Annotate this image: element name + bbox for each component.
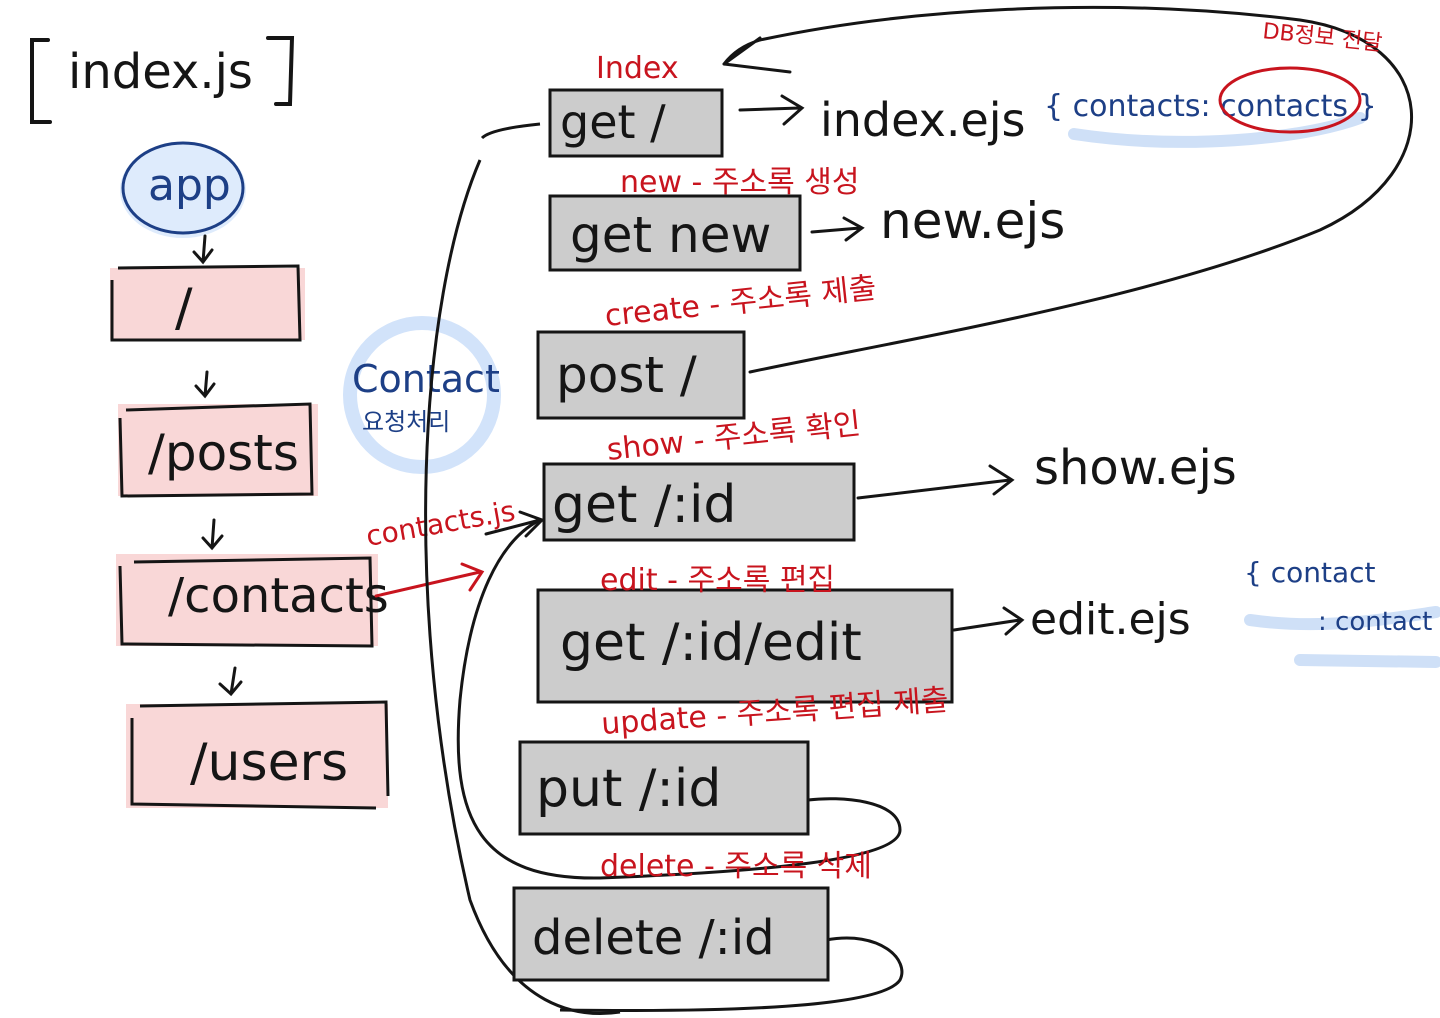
view-labels: index.ejs new.ejs show.ejs edit.ejs <box>820 93 1237 645</box>
edit-note-highlight <box>1244 606 1440 668</box>
down-arrow-1 <box>192 234 214 265</box>
down-arrow-4 <box>218 666 243 697</box>
show-arrow-in <box>484 510 545 538</box>
route-label-users: /users <box>190 733 348 793</box>
contacts-arrow <box>374 562 485 598</box>
file-title: index.js <box>68 44 253 100</box>
down-arrow-3 <box>201 518 224 551</box>
db-note: DB정보 전달 <box>1261 19 1383 56</box>
method-label-index: get / <box>560 95 666 149</box>
route-box-users-outline <box>130 700 390 810</box>
route-box-contacts-fill <box>116 554 378 646</box>
view-arrows <box>738 94 1025 636</box>
method-box-delete: delete /:id <box>512 886 830 982</box>
view-label-index: index.ejs <box>820 93 1026 147</box>
redirect-loop-arrow <box>722 5 1414 374</box>
action-label-new: new - 주소록 생성 <box>620 165 859 200</box>
route-label-root: / <box>175 278 193 338</box>
contacts-circle-highlight <box>1218 66 1362 134</box>
method-box-delete-rect <box>512 886 830 982</box>
arrow-to-index-view <box>738 94 805 126</box>
contacts-file-label: contacts.js <box>363 494 517 553</box>
contact-bubble-outline <box>343 316 501 474</box>
route-box-root-outline <box>110 264 302 342</box>
method-box-show: get /:id <box>542 462 856 542</box>
route-label-posts: /posts <box>148 424 299 482</box>
action-label-index: Index <box>596 51 679 86</box>
arrow-to-new-view <box>810 216 865 242</box>
app-label: app <box>148 160 231 211</box>
method-box-new-rect <box>548 194 802 272</box>
method-box-edit: get /:id/edit <box>536 588 954 704</box>
arrow-to-edit-view <box>952 606 1025 636</box>
contact-bubble-line-2: 요청처리 <box>362 408 450 436</box>
delete-connector-curve <box>559 936 904 1013</box>
view-label-edit: edit.ejs <box>1030 594 1191 645</box>
bracket-right <box>266 36 295 106</box>
contact-bubble: Contact 요청처리 <box>343 316 501 474</box>
bracket-left <box>30 38 52 124</box>
method-box-update-rect <box>518 740 810 836</box>
method-box-index: get / <box>548 88 724 158</box>
view-label-new: new.ejs <box>880 192 1065 250</box>
route-label-contacts: /contacts <box>168 568 389 624</box>
arrow-to-show-view <box>856 464 1015 500</box>
app-node: app <box>120 141 246 238</box>
app-route-boxes: / /posts /contacts /users <box>110 264 390 810</box>
app-bubble-outline <box>121 141 245 235</box>
method-box-create: post / <box>536 330 746 420</box>
action-label-edit: edit - 주소록 편집 <box>600 563 835 598</box>
route-box-posts-fill <box>118 404 318 496</box>
method-label-edit: get /:id/edit <box>560 613 862 673</box>
route-box-root: / <box>110 264 305 342</box>
app-bubble-fill <box>120 142 246 238</box>
action-label-create: create - 주소록 제출 <box>603 271 878 334</box>
method-box-index-rect <box>548 88 724 158</box>
param-notes: { contacts: contacts } DB정보 전달 { contact… <box>1044 19 1440 668</box>
route-box-contacts-outline <box>118 556 374 648</box>
method-box-edit-rect <box>536 588 954 704</box>
route-box-root-fill <box>110 268 305 340</box>
method-box-new: get new <box>548 194 802 272</box>
route-box-users-fill <box>126 704 388 808</box>
edit-param-note-2: : contact } <box>1318 607 1440 637</box>
method-label-create: post / <box>556 346 697 404</box>
route-box-contacts: /contacts <box>116 554 389 648</box>
view-label-show: show.ejs <box>1034 440 1237 496</box>
method-boxes: get / get new post / get /:id get /:id/e… <box>512 88 954 982</box>
route-box-posts: /posts <box>118 402 318 498</box>
method-label-new: get new <box>570 206 771 264</box>
down-arrow-2 <box>194 370 216 399</box>
route-box-users: /users <box>126 700 390 810</box>
method-label-update: put /:id <box>536 759 721 819</box>
index-param-note: { contacts: contacts } <box>1044 89 1377 124</box>
method-box-update: put /:id <box>518 740 810 836</box>
put-connector-curve <box>456 518 902 880</box>
route-box-posts-outline <box>118 402 314 498</box>
method-box-show-rect <box>542 462 856 542</box>
edit-param-note-1: { contact <box>1244 556 1376 589</box>
router-connector-line <box>424 122 621 1015</box>
method-label-delete: delete /:id <box>532 910 775 966</box>
contact-bubble-line-1: Contact <box>352 357 500 401</box>
method-label-show: get /:id <box>552 475 736 535</box>
method-box-create-rect <box>536 330 746 420</box>
down-arrows <box>192 234 243 697</box>
action-label-delete: delete - 주소록 삭제 <box>600 849 872 884</box>
file-title-group: index.js <box>30 36 295 124</box>
